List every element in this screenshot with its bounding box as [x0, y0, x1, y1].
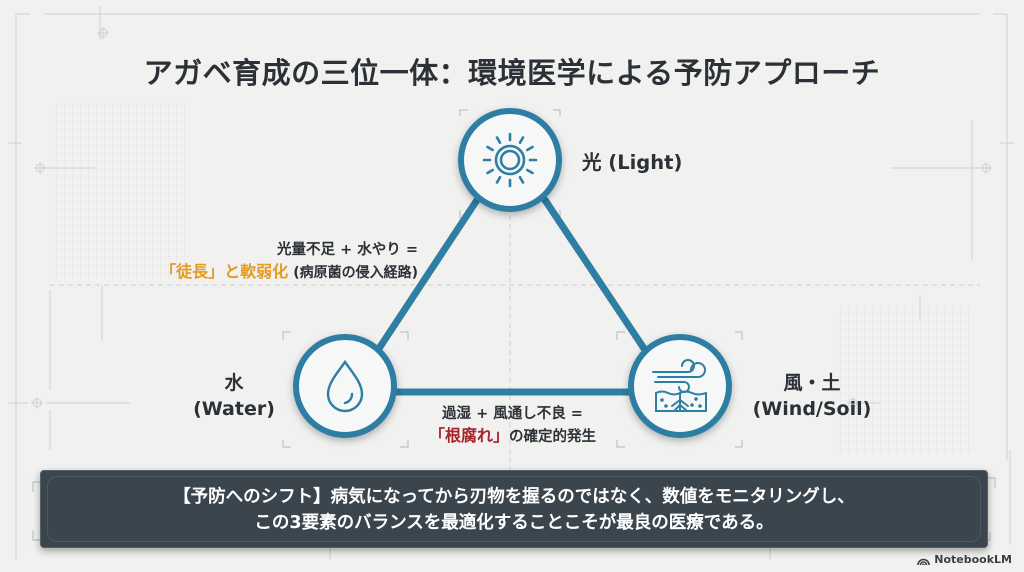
- summary-panel: 【予防へのシフト】病気になってから刃物を握るのではなく、数値をモニタリングし、 …: [40, 470, 988, 548]
- edge-light-water: [374, 196, 481, 354]
- edge-water-wind-suffix: の確定的発生: [509, 429, 596, 445]
- node-brackets: [32, 109, 996, 541]
- node-water-label-jp: 水: [224, 372, 244, 394]
- grid-patch-right: [835, 305, 975, 455]
- node-wind-soil: [628, 334, 732, 438]
- page-title: アガベ育成の三位一体：環境医学による予防アプローチ: [143, 56, 881, 90]
- summary-line-1: 【予防へのシフト】病気になってから刃物を握るのではなく、数値をモニタリングし、: [173, 487, 855, 507]
- edge-light-wind: [541, 196, 649, 354]
- node-wind-soil-label-en: (Wind/Soil): [752, 398, 872, 420]
- summary-line-2: この3要素のバランスを最適化することこそが最良の医療である。: [254, 513, 774, 533]
- water-drop-icon: [326, 359, 364, 413]
- node-water-label-en: (Water): [193, 398, 275, 420]
- summary-panel-text: 【予防へのシフト】病気になってから刃物を握るのではなく、数値をモニタリングし、 …: [41, 484, 987, 536]
- triangle-edges: [374, 196, 649, 396]
- edge-light-water-suffix: (病原菌の侵入経路): [293, 265, 418, 281]
- brand-label: NotebookLM: [934, 553, 1012, 566]
- edge-light-water-line1: 光量不足 + 水やり =: [277, 242, 418, 258]
- sun-icon: [482, 132, 538, 188]
- node-water: [293, 334, 397, 438]
- wind-soil-icon: [652, 359, 707, 412]
- edge-water-wind-line1: 過湿 + 風通し不良 =: [442, 406, 583, 422]
- notebooklm-logo-icon: [917, 558, 931, 565]
- node-light-label: 光 (Light): [582, 151, 683, 174]
- node-wind-soil-label: 風・土 (Wind/Soil): [742, 370, 882, 422]
- edge-light-water-label: 光量不足 + 水やり = 「徒長」と軟弱化 (病原菌の侵入経路): [130, 240, 418, 284]
- grid-patch-left: [50, 100, 190, 280]
- edge-water-wind-highlight: 「根腐れ」: [428, 426, 509, 445]
- summary-panel-border: [47, 476, 981, 542]
- edge-water-wind-label: 過湿 + 風通し不良 = 「根腐れ」の確定的発生: [405, 404, 620, 448]
- node-light: [458, 108, 562, 212]
- node-water-label: 水 (Water): [188, 370, 280, 422]
- edge-light-water-highlight: 「徒長」と軟弱化: [160, 262, 289, 281]
- brand-watermark: NotebookLM: [917, 553, 1012, 566]
- frame-decoration: [8, 6, 1014, 560]
- node-wind-soil-label-jp: 風・土: [783, 372, 841, 394]
